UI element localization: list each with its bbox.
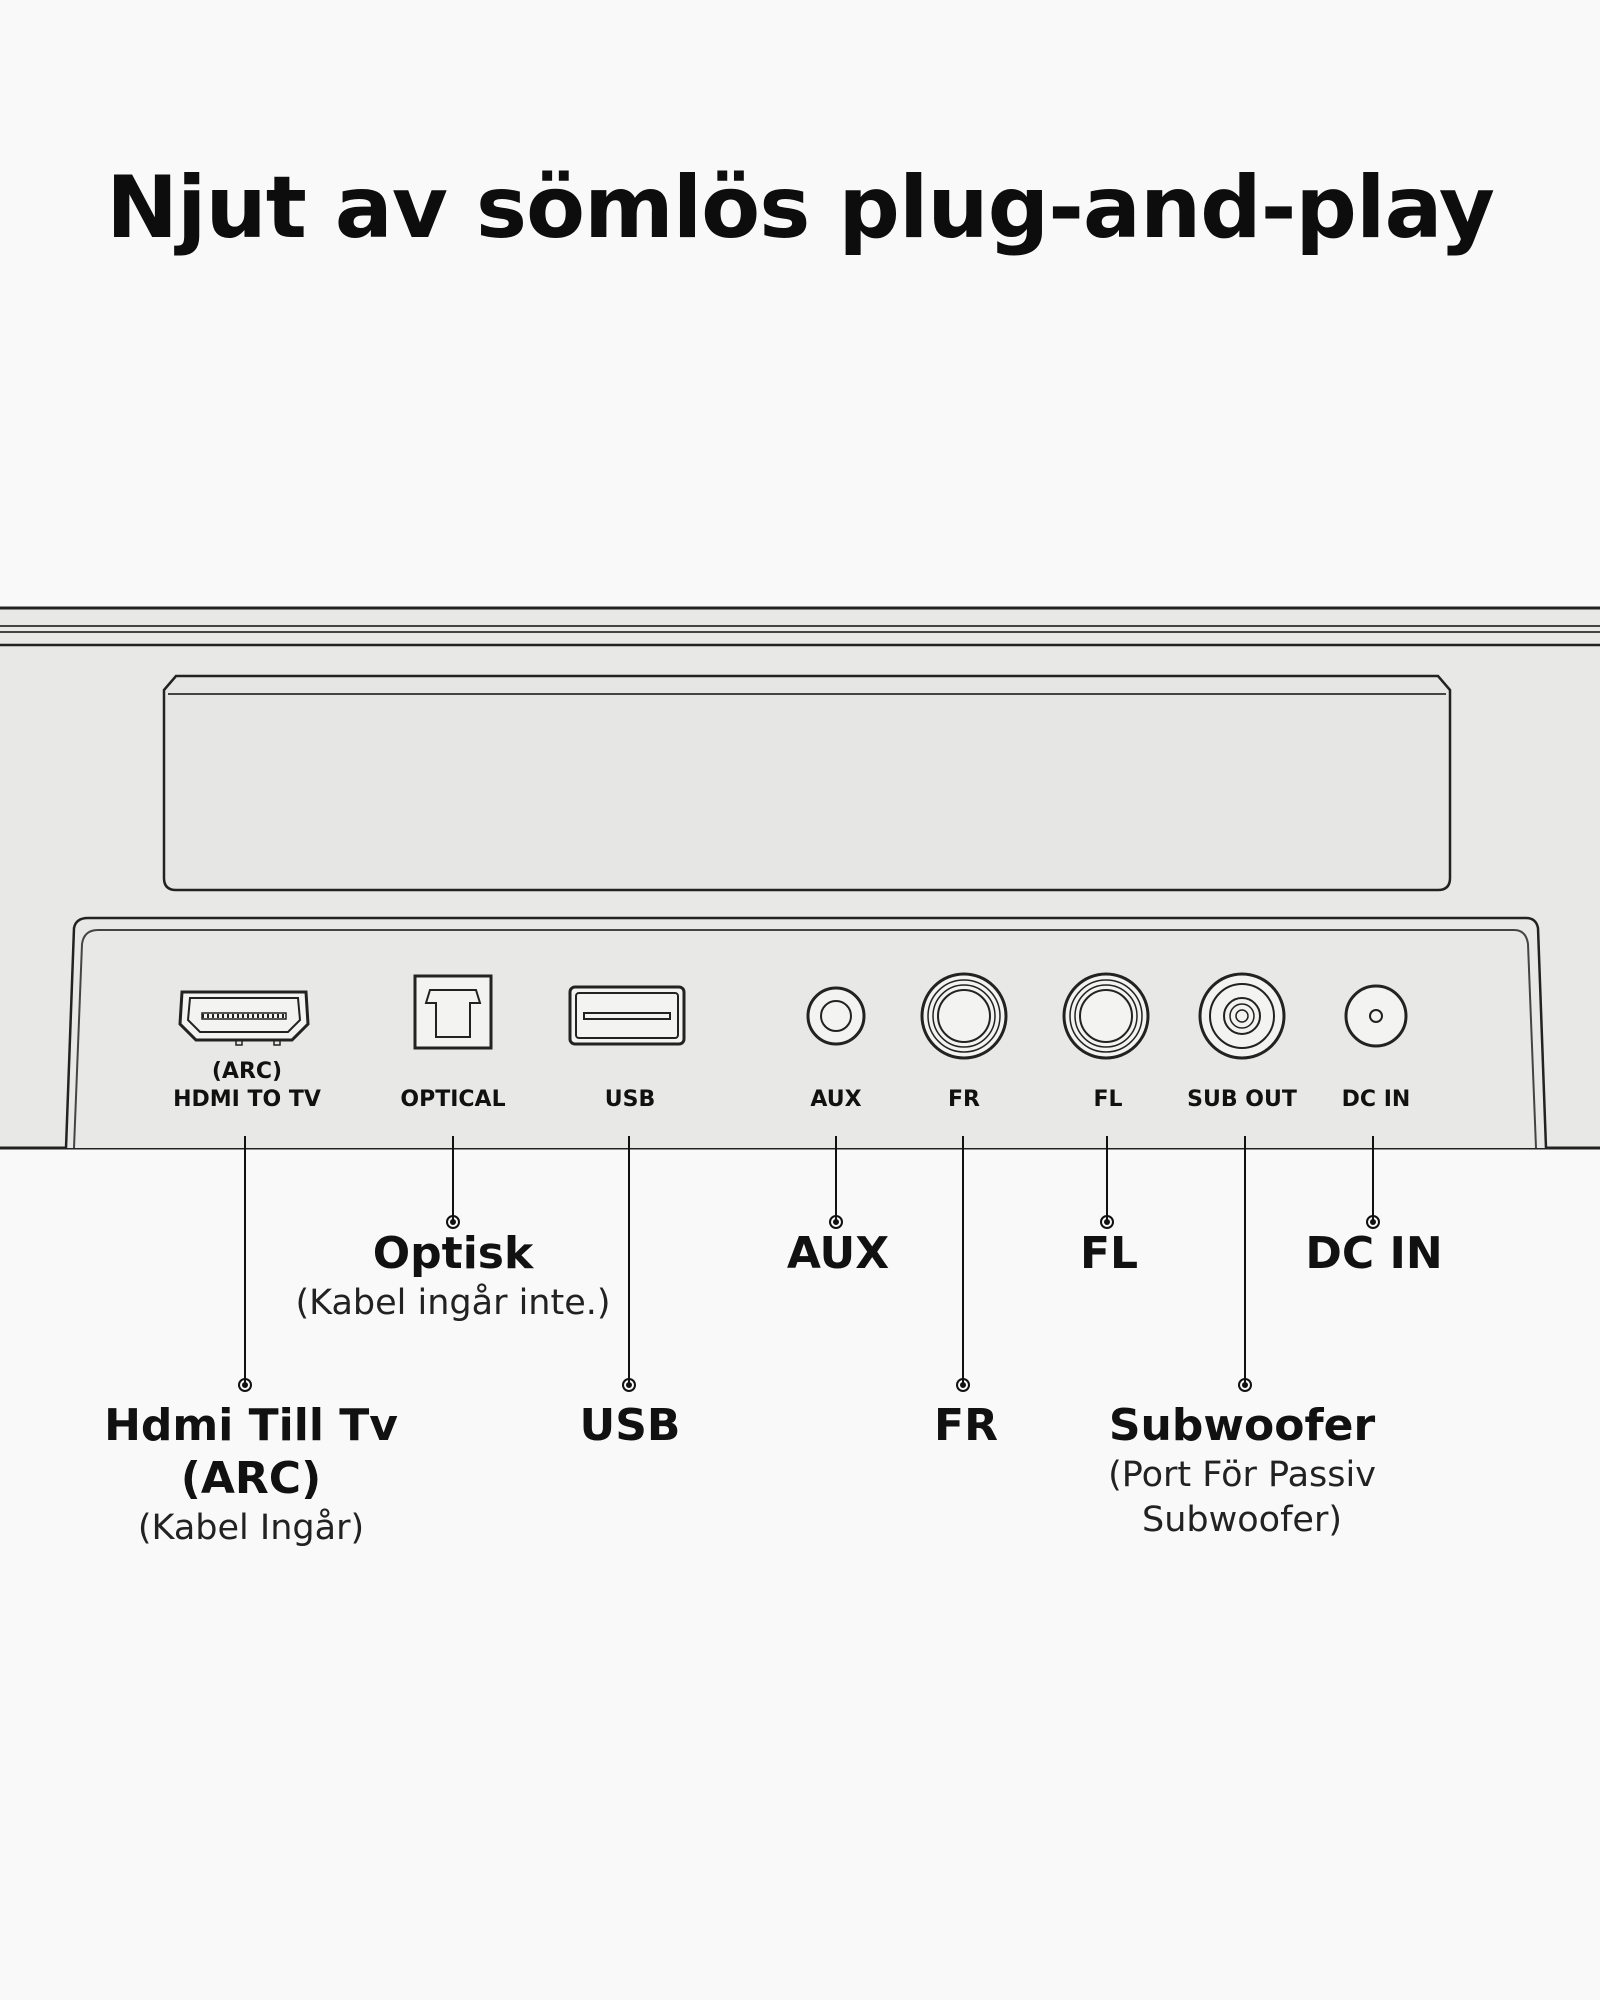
usb-port-label: USB	[605, 1087, 655, 1112]
callout-hdmi-note: (Kabel Ingår)	[137, 1507, 365, 1548]
page-title: Njut av sömlös plug-and-play	[106, 158, 1495, 258]
hdmi-port-icon	[178, 990, 310, 1046]
optical-leader-dot	[446, 1215, 460, 1229]
callout-subwoofer-note-line2: Subwoofer)	[1142, 1500, 1342, 1541]
fr-port-label: FR	[948, 1087, 980, 1112]
callout-aux: AUX	[787, 1228, 889, 1281]
callout-fl: FL	[1080, 1228, 1138, 1281]
subwoofer-leader-dot	[1238, 1378, 1252, 1392]
callout-aux-title: AUX	[786, 1228, 890, 1279]
callout-usb: USB	[580, 1400, 681, 1453]
callout-optisk: Optisk (Kabel ingår inte.)	[295, 1228, 610, 1326]
callout-dc-in-title: DC IN	[1305, 1228, 1443, 1279]
callout-hdmi-title-line2: (ARC)	[180, 1452, 322, 1504]
upper-recess-panel	[162, 674, 1452, 892]
callout-subwoofer: Subwoofer (Port För Passiv Subwoofer)	[1108, 1400, 1376, 1544]
callout-subwoofer-note-line1: (Port För Passiv	[1108, 1454, 1376, 1495]
sub-out-port-label: SUB OUT	[1187, 1087, 1297, 1112]
callout-optisk-note: (Kabel ingår inte.)	[295, 1282, 611, 1323]
callout-hdmi: Hdmi Till Tv (ARC) (Kabel Ingår)	[104, 1400, 398, 1551]
hdmi-port-label-line2: HDMI TO TV	[173, 1087, 321, 1112]
callout-fr: FR	[934, 1400, 998, 1453]
fl-port-label: FL	[1093, 1087, 1122, 1112]
callout-optisk-title: Optisk	[372, 1228, 534, 1279]
aux-leader-dot	[829, 1215, 843, 1229]
dc-in-port-label: DC IN	[1342, 1087, 1411, 1112]
usb-leader-dot	[622, 1378, 636, 1392]
callout-fr-title: FR	[934, 1400, 998, 1451]
fl-leader-dot	[1100, 1215, 1114, 1229]
aux-port-icon	[806, 986, 866, 1046]
dc-in-leader-dot	[1366, 1215, 1380, 1229]
aux-port-label: AUX	[810, 1087, 861, 1112]
callout-fl-title: FL	[1079, 1228, 1139, 1279]
optical-port-icon	[413, 974, 493, 1050]
fr-port-icon	[920, 972, 1008, 1060]
callout-usb-title: USB	[579, 1400, 681, 1451]
callout-leaders	[238, 1136, 1380, 1392]
fl-port-icon	[1062, 972, 1150, 1060]
fr-leader-dot	[956, 1378, 970, 1392]
dc-in-port-icon	[1344, 984, 1408, 1048]
hdmi-port-label-line1: (ARC)	[212, 1059, 282, 1084]
callout-hdmi-title-line1: Hdmi Till Tv	[104, 1400, 398, 1451]
callout-subwoofer-title: Subwoofer	[1108, 1400, 1376, 1451]
optical-port-label: OPTICAL	[400, 1087, 505, 1112]
callout-dc-in: DC IN	[1305, 1228, 1442, 1281]
hdmi-leader-dot	[238, 1378, 252, 1392]
usb-port-icon	[568, 985, 686, 1046]
sub-out-port-icon	[1198, 972, 1286, 1060]
